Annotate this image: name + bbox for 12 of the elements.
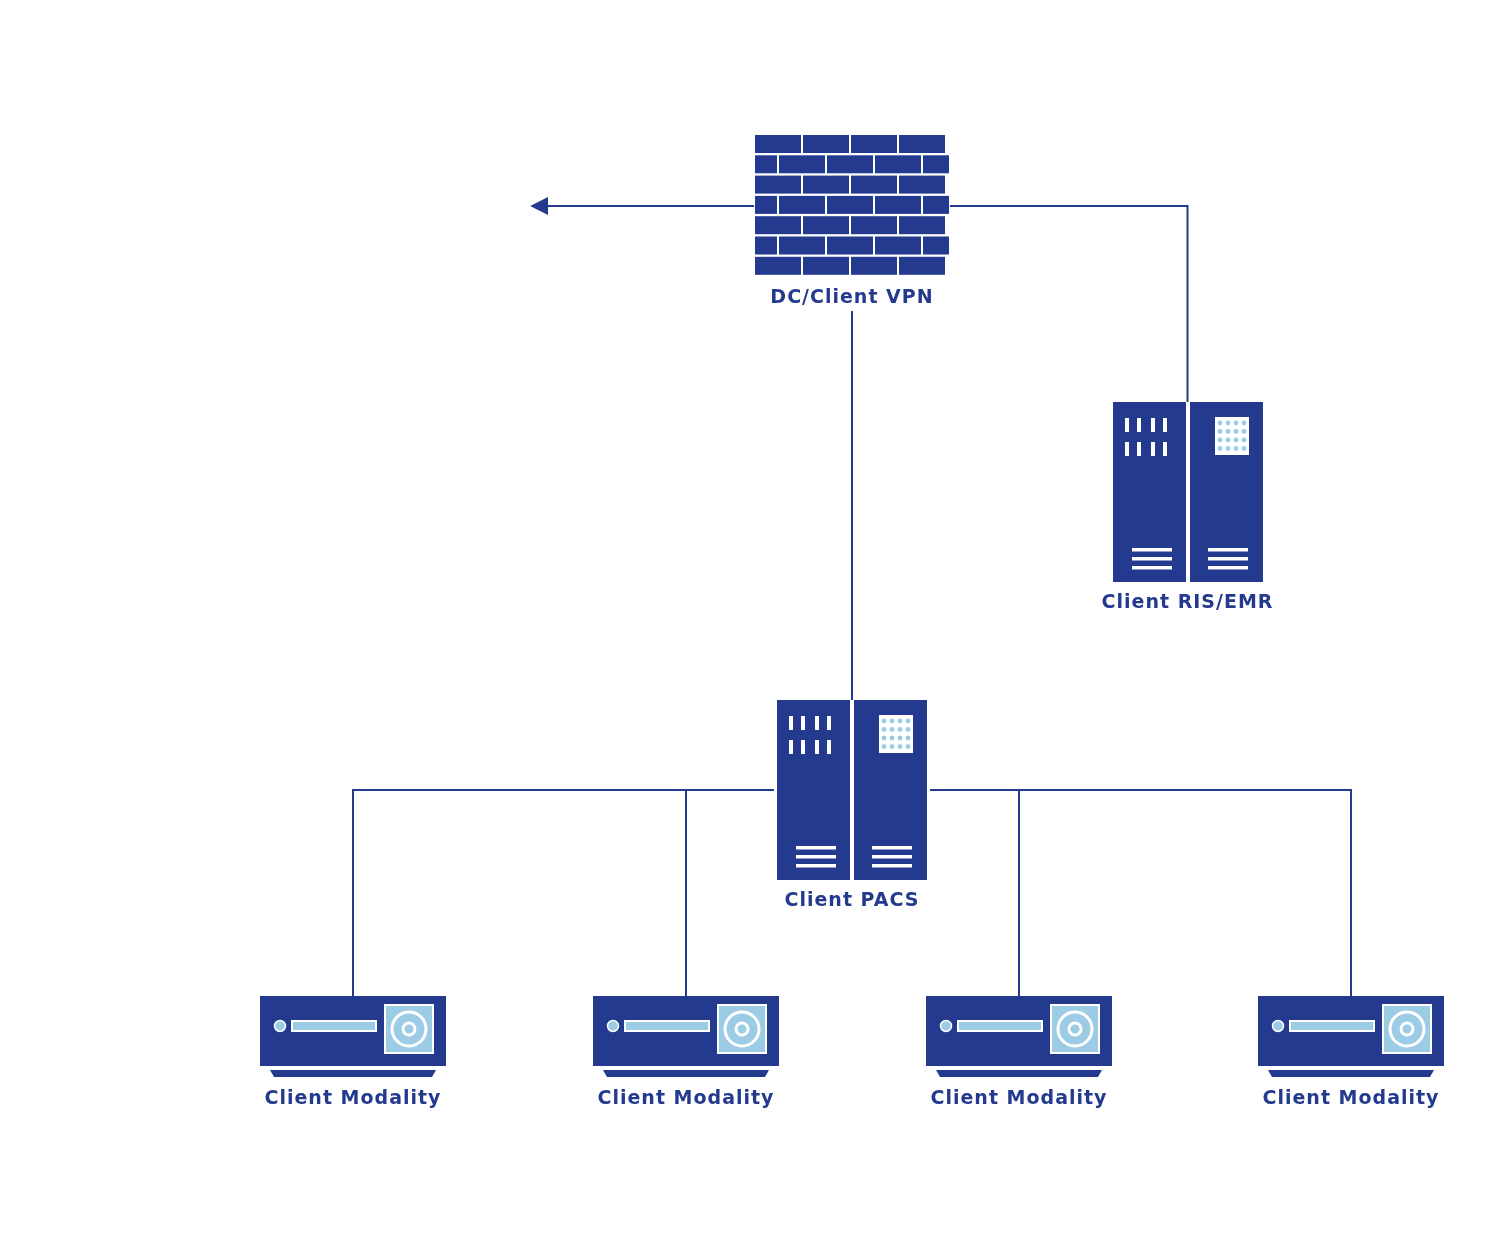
node-label: DC/Client VPN <box>770 285 934 307</box>
connector-line <box>949 205 1189 403</box>
node-label: Client PACS <box>784 888 920 910</box>
arrow <box>530 197 755 215</box>
node-label: Client Modality <box>597 1086 775 1108</box>
node-label: Client Modality <box>264 1086 442 1108</box>
node-label: Client Modality <box>930 1086 1108 1108</box>
connector-line <box>929 789 1352 997</box>
node-label: Client Modality <box>1262 1086 1440 1108</box>
node-label: Client RIS/EMR <box>1101 590 1274 612</box>
connector-line <box>685 789 775 997</box>
connector-line <box>851 310 853 701</box>
